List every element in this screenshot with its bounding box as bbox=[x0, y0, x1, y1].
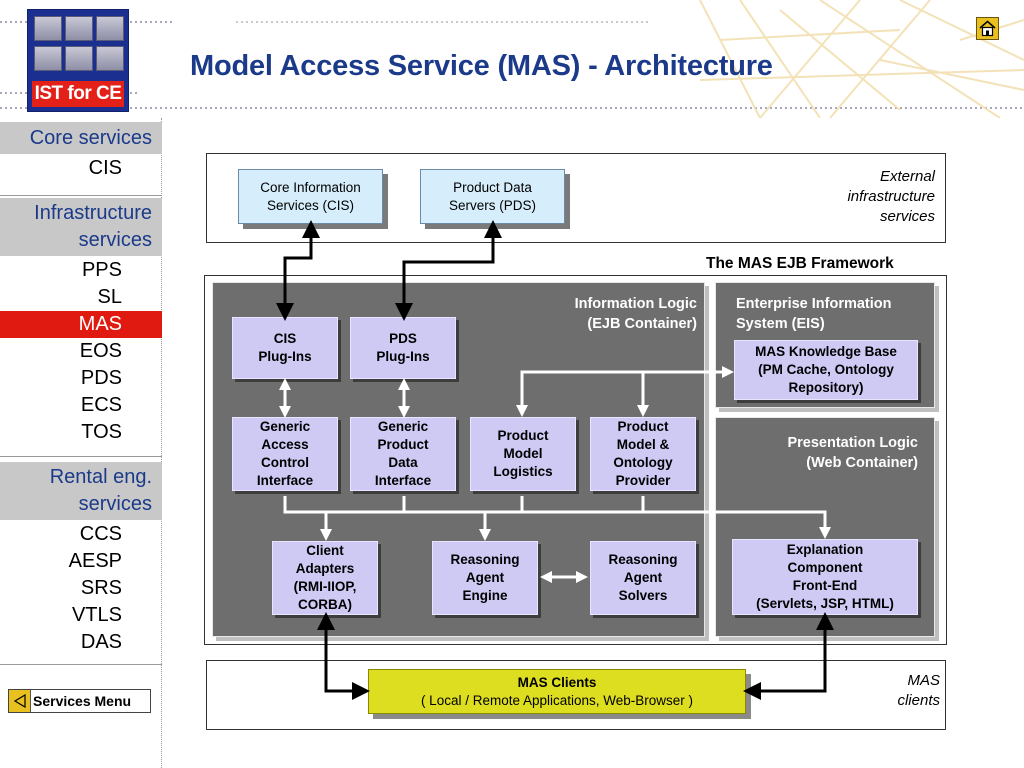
product-model-ontology-box[interactable]: Product Model & Ontology Provider bbox=[590, 417, 696, 491]
home-icon bbox=[979, 20, 996, 37]
pds-plugins-box[interactable]: PDS Plug-Ins bbox=[350, 317, 456, 379]
sidebar-item-pds[interactable]: PDS bbox=[80, 367, 122, 389]
presentation-logic-label: Presentation Logic (Web Container) bbox=[787, 435, 918, 471]
eis-label: Enterprise Information System (EIS) bbox=[736, 296, 892, 332]
sidebar: Core services CIS Infrastructure service… bbox=[0, 118, 162, 768]
sidebar-item-tos[interactable]: TOS bbox=[81, 421, 122, 443]
sidebar-item-das[interactable]: DAS bbox=[80, 631, 122, 653]
logo-tile bbox=[34, 16, 62, 41]
logo-tile bbox=[96, 46, 124, 71]
logo-tile bbox=[96, 16, 124, 41]
cis-service-text: Core Information Services (CIS) bbox=[260, 179, 361, 213]
sidebar-divider bbox=[0, 195, 162, 196]
cis-service-box[interactable]: Core Information Services (CIS) bbox=[238, 169, 383, 224]
knowledge-base-box[interactable]: MAS Knowledge Base (PM Cache, Ontology R… bbox=[734, 340, 918, 400]
generic-access-control-text: Generic Access Control Interface bbox=[256, 419, 314, 488]
header-background bbox=[0, 0, 1024, 118]
sidebar-item-aesp[interactable]: AESP bbox=[68, 550, 122, 572]
sidebar-divider bbox=[0, 664, 162, 665]
product-model-ontology-text: Product Model & Ontology Provider bbox=[613, 419, 673, 488]
product-model-logistics-text: Product Model Logistics bbox=[493, 428, 553, 479]
sidebar-item-ecs[interactable]: ECS bbox=[80, 394, 122, 416]
product-model-logistics-box[interactable]: Product Model Logistics bbox=[470, 417, 576, 491]
reasoning-agent-solvers-box[interactable]: Reasoning Agent Solvers bbox=[590, 541, 696, 615]
sidebar-item-mas[interactable]: MAS bbox=[0, 311, 162, 338]
mas-clients-subtitle: ( Local / Remote Applications, Web-Brows… bbox=[420, 692, 694, 708]
logo-tile bbox=[34, 46, 62, 71]
reasoning-agent-engine-text: Reasoning Agent Engine bbox=[450, 552, 520, 603]
cis-plugins-text: CIS Plug-Ins bbox=[258, 331, 312, 364]
reasoning-agent-solvers-text: Reasoning Agent Solvers bbox=[608, 552, 678, 603]
cis-plugins-box[interactable]: CIS Plug-Ins bbox=[232, 317, 338, 379]
logo-text: IST for CE bbox=[32, 81, 124, 107]
external-services-label: External infrastructure services bbox=[847, 168, 935, 225]
sidebar-item-srs[interactable]: SRS bbox=[80, 577, 122, 599]
logo-tile bbox=[65, 16, 93, 41]
pds-plugins-text: PDS Plug-Ins bbox=[376, 331, 430, 364]
pds-service-text: Product Data Servers (PDS) bbox=[448, 179, 536, 213]
page-title: Model Access Service (MAS) - Architectur… bbox=[190, 50, 773, 82]
services-menu-label: Services Menu bbox=[33, 693, 132, 709]
client-adapters-box[interactable]: Client Adapters (RMI-IIOP, CORBA) bbox=[272, 541, 378, 615]
sidebar-divider bbox=[0, 456, 162, 457]
reasoning-agent-engine-box[interactable]: Reasoning Agent Engine bbox=[432, 541, 538, 615]
sidebar-heading-core-services: Core services bbox=[0, 122, 162, 154]
framework-label: The MAS EJB Framework bbox=[706, 255, 894, 272]
logo: IST for CE bbox=[27, 9, 129, 112]
generic-product-data-box[interactable]: Generic Product Data Interface bbox=[350, 417, 456, 491]
explanation-component-box[interactable]: Explanation Component Front-End (Servlet… bbox=[732, 539, 918, 615]
generic-product-data-text: Generic Product Data Interface bbox=[374, 419, 432, 488]
client-adapters-text: Client Adapters (RMI-IIOP, CORBA) bbox=[293, 543, 357, 612]
mas-clients-title: MAS Clients bbox=[517, 674, 597, 690]
sidebar-heading-infrastructure-services: Infrastructure services bbox=[0, 198, 162, 256]
pds-service-box[interactable]: Product Data Servers (PDS) bbox=[420, 169, 565, 224]
triangle-left-icon bbox=[9, 690, 31, 712]
knowledge-base-text: MAS Knowledge Base (PM Cache, Ontology R… bbox=[755, 344, 897, 395]
services-menu-button[interactable]: Services Menu bbox=[8, 689, 151, 713]
mas-clients-box[interactable]: MAS Clients ( Local / Remote Application… bbox=[368, 669, 746, 714]
sidebar-item-pps[interactable]: PPS bbox=[81, 259, 122, 281]
sidebar-heading-rental-eng-services: Rental eng. services bbox=[0, 462, 162, 520]
generic-access-control-box[interactable]: Generic Access Control Interface bbox=[232, 417, 338, 491]
home-button[interactable] bbox=[976, 17, 999, 40]
header: IST for CE Model Access Service (MAS) - … bbox=[0, 0, 1024, 118]
sidebar-item-cis[interactable]: CIS bbox=[88, 157, 122, 179]
explanation-component-text: Explanation Component Front-End (Servlet… bbox=[756, 542, 894, 611]
sidebar-item-eos[interactable]: EOS bbox=[79, 340, 122, 362]
logo-tile bbox=[65, 46, 93, 71]
mas-clients-label: MAS clients bbox=[897, 672, 940, 709]
sidebar-item-vtls[interactable]: VTLS bbox=[71, 604, 122, 626]
information-logic-label: Information Logic (EJB Container) bbox=[574, 296, 697, 332]
sidebar-item-sl[interactable]: SL bbox=[97, 286, 122, 308]
sidebar-item-ccs[interactable]: CCS bbox=[79, 523, 122, 545]
